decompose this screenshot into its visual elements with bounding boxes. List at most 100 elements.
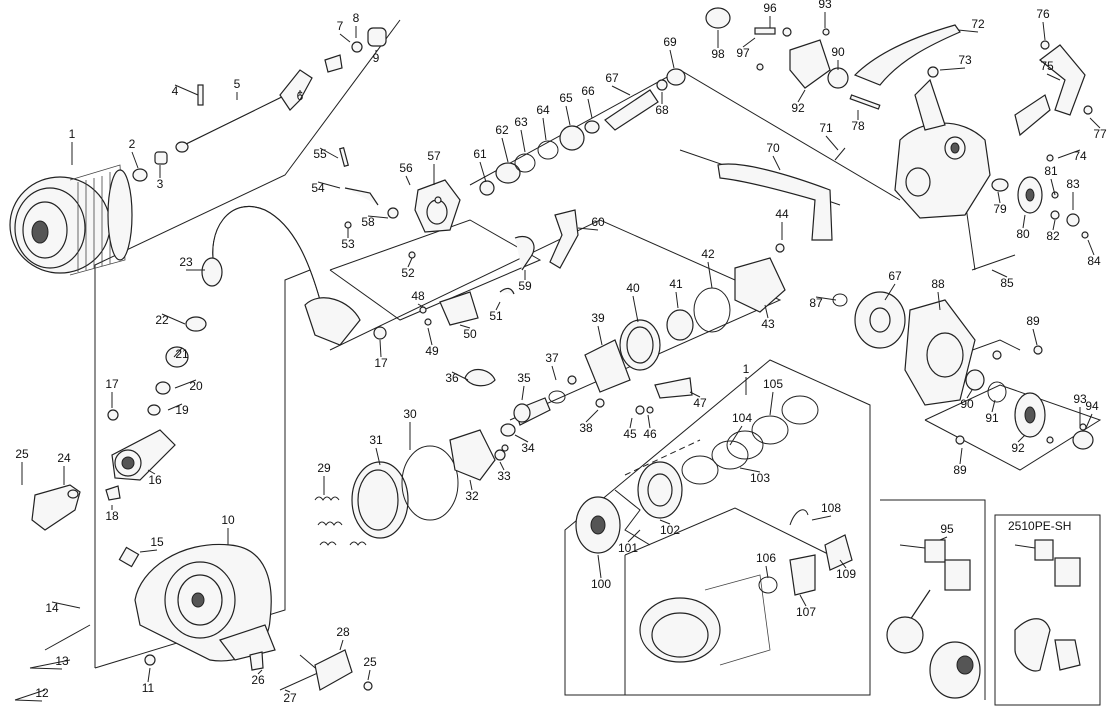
callout-number: 17 xyxy=(105,377,119,391)
callout-number: 14 xyxy=(45,601,59,615)
callout-leader xyxy=(597,554,602,579)
callout-leader xyxy=(939,536,948,541)
callout-leader xyxy=(284,689,291,693)
callout-number: 39 xyxy=(591,311,605,325)
callout-number: 103 xyxy=(750,471,770,485)
callout-number: 69 xyxy=(663,35,677,49)
callout-leader xyxy=(884,283,896,301)
bail-trip-48-60 xyxy=(339,147,579,326)
handle-variant xyxy=(1014,539,1081,672)
callout-leader xyxy=(405,175,411,186)
callout-number: 94 xyxy=(1085,399,1099,413)
callout-leader xyxy=(29,667,63,670)
callout-number: 13 xyxy=(55,654,69,668)
callout-number: 10 xyxy=(221,513,235,527)
callout-leader xyxy=(797,89,806,103)
callout-number: 34 xyxy=(521,441,535,455)
callout-number: 78 xyxy=(851,119,865,133)
callout-number: 22 xyxy=(155,313,169,327)
callout-leader xyxy=(417,303,426,309)
callout-leader xyxy=(131,151,139,169)
callout-number: 90 xyxy=(960,397,974,411)
callout-number: 70 xyxy=(766,141,780,155)
spool-right-100-109 xyxy=(575,395,853,666)
callout-number: 59 xyxy=(518,279,532,293)
callout-leader xyxy=(729,425,743,446)
callout-number: 21 xyxy=(175,347,189,361)
callout-number: 49 xyxy=(425,344,439,358)
callout-number: 72 xyxy=(971,17,985,31)
callout-leader xyxy=(147,667,151,683)
callout-leader xyxy=(1085,413,1093,429)
callout-leader xyxy=(772,155,781,171)
callout-leader xyxy=(174,379,197,389)
callout-leader xyxy=(479,161,487,183)
callout-number: 36 xyxy=(445,371,459,385)
callout-number: 47 xyxy=(693,396,707,410)
callout-number: 90 xyxy=(831,45,845,59)
callout-number: 24 xyxy=(57,451,71,465)
callout-number: 76 xyxy=(1036,7,1050,21)
callout-number: 54 xyxy=(311,181,325,195)
callout-leader xyxy=(367,215,389,219)
callout-number: 16 xyxy=(148,473,162,487)
callout-number: 26 xyxy=(251,673,265,687)
callout-number: 2 xyxy=(129,137,136,151)
callout-leader xyxy=(51,601,81,609)
callout-number: 42 xyxy=(701,247,715,261)
handle-95 xyxy=(886,539,981,699)
bail-arm-23 xyxy=(201,205,387,346)
callout-number: 85 xyxy=(1000,276,1014,290)
callout-number: 60 xyxy=(591,215,605,229)
callout-number: 41 xyxy=(669,277,683,291)
callout-leader xyxy=(521,385,525,401)
bail-arm-70-72 xyxy=(717,24,961,241)
callout-leader xyxy=(815,296,837,301)
callout-leader xyxy=(167,403,183,411)
callout-number: 67 xyxy=(888,269,902,283)
callout-leader xyxy=(174,84,199,96)
callout-leader xyxy=(495,301,501,311)
callout-leader xyxy=(739,467,761,473)
callout-leader xyxy=(551,365,557,381)
callout-leader xyxy=(997,191,1001,204)
callout-number: 32 xyxy=(465,489,479,503)
callout-leader xyxy=(1087,239,1095,256)
callout-leader xyxy=(1052,219,1056,231)
callout-number: 68 xyxy=(655,103,669,117)
callout-number: 104 xyxy=(732,411,752,425)
callout-number: 44 xyxy=(775,207,789,221)
callout-leader xyxy=(957,29,979,33)
callout-number: 92 xyxy=(1011,441,1025,455)
callout-leader xyxy=(585,409,599,423)
callout-number: 96 xyxy=(763,1,777,15)
callout-number: 105 xyxy=(763,377,783,391)
callout-leader xyxy=(520,129,526,153)
callout-leader xyxy=(627,529,641,543)
callout-leader xyxy=(1046,73,1061,81)
callout-number: 1 xyxy=(743,362,750,376)
callout-number: 107 xyxy=(796,605,816,619)
reel-body-10 xyxy=(14,543,373,701)
cap-cluster-92-98 xyxy=(705,7,939,110)
callout-number: 89 xyxy=(1026,314,1040,328)
callout-number: 87 xyxy=(809,296,823,310)
callout-leader xyxy=(959,447,963,465)
callout-number: 9 xyxy=(373,51,380,65)
callout-leader xyxy=(764,304,769,319)
callout-number: 35 xyxy=(517,371,531,385)
callout-number: 37 xyxy=(545,351,559,365)
callout-leader xyxy=(675,291,679,309)
callout-number: 98 xyxy=(711,47,725,61)
callout-number: 91 xyxy=(985,411,999,425)
callout-leader xyxy=(939,67,966,71)
callout-number: 65 xyxy=(559,91,573,105)
callout-number: 3 xyxy=(157,177,164,191)
callout-number: 108 xyxy=(821,501,841,515)
callout-number: 80 xyxy=(1016,227,1030,241)
callout-leader xyxy=(147,469,156,475)
callout-leader xyxy=(339,33,351,43)
callout-number: 45 xyxy=(623,427,637,441)
